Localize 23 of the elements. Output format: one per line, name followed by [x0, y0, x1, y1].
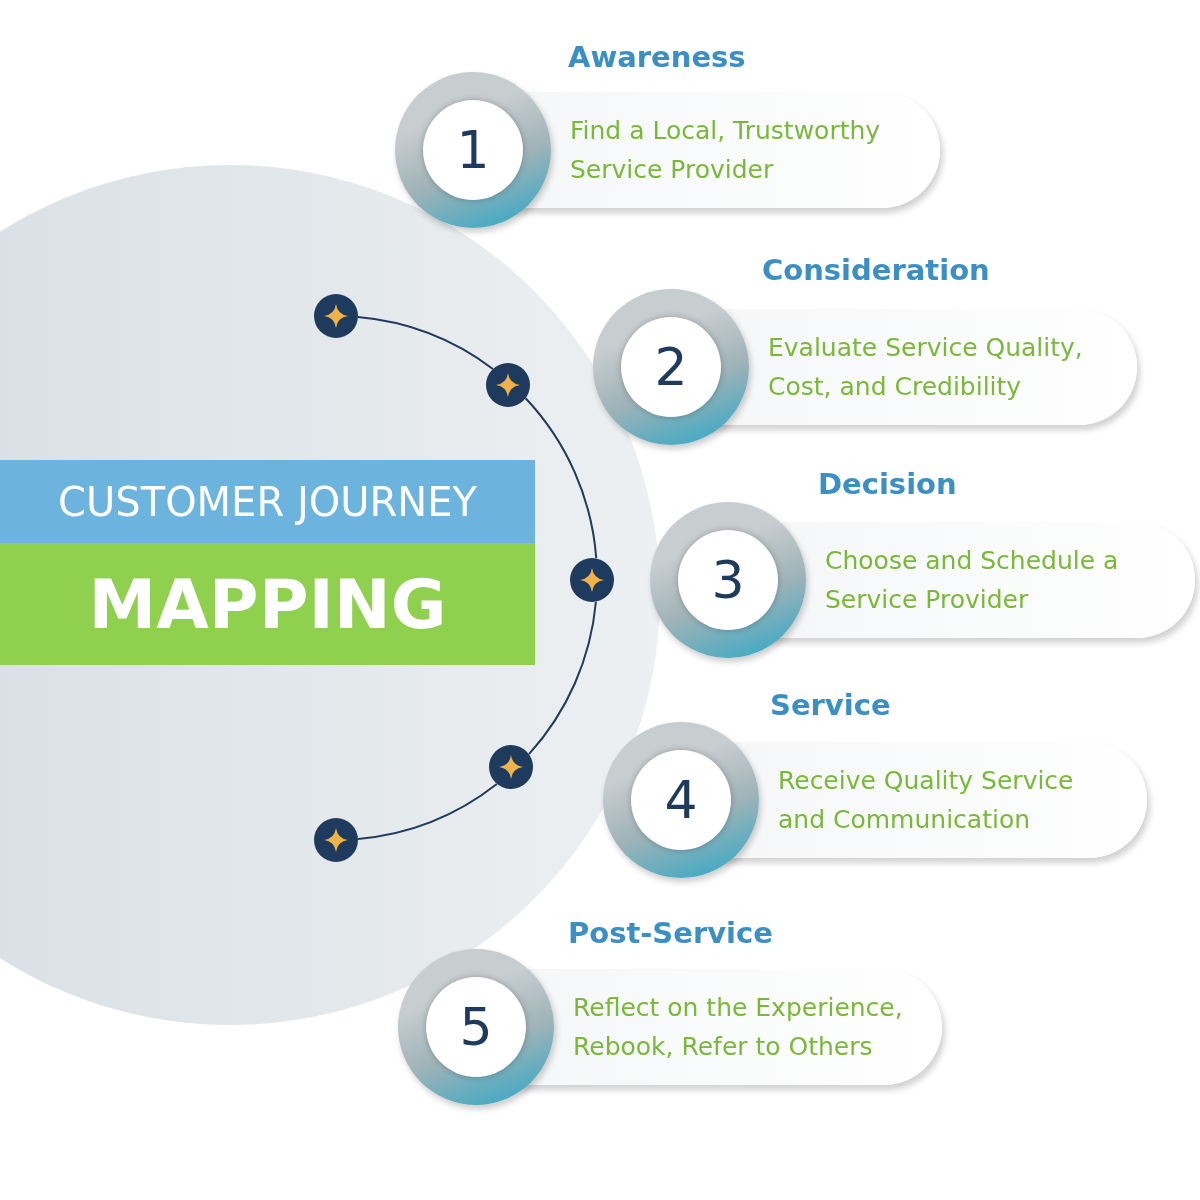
step-heading: Consideration: [762, 253, 990, 287]
step-number: 5: [426, 977, 526, 1077]
step-description: Choose and Schedule a Service Provider: [825, 545, 1120, 616]
arc-connector: [524, 397, 598, 560]
step-description: Evaluate Service Quality, Cost, and Credibility: [768, 332, 1084, 403]
step-description: Find a Local, Trustworthy Service Provider: [570, 115, 882, 186]
step-number: 3: [678, 530, 778, 630]
step-number: 1: [423, 100, 523, 200]
step-description: Receive Quality Service and Communication: [778, 765, 1075, 836]
title-band: [0, 460, 535, 543]
title-text: CUSTOMER JOURNEY: [58, 478, 477, 525]
step-heading: Decision: [818, 467, 957, 501]
arc-connector: [528, 601, 597, 756]
title-band: [0, 543, 535, 665]
step-number: 2: [621, 317, 721, 417]
step-description: Reflect on the Experience, Rebook, Refer to Others: [573, 992, 904, 1063]
step-heading: Service: [770, 688, 891, 722]
title-text: MAPPING: [88, 564, 447, 644]
step-heading: Awareness: [568, 40, 746, 74]
arc-connector: [356, 316, 494, 370]
step-number: 4: [631, 750, 731, 850]
arc-connector: [356, 783, 498, 840]
step-heading: Post-Service: [568, 916, 773, 950]
